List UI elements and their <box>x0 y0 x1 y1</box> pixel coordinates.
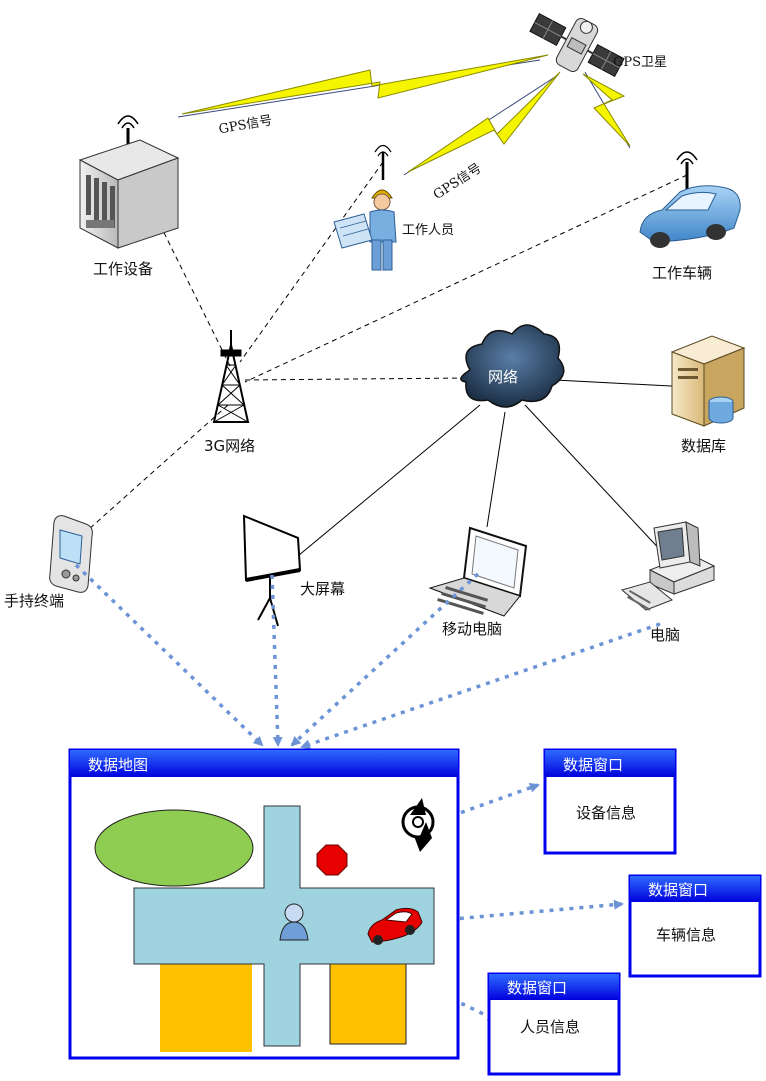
vehicle-info-title: 数据窗口 <box>648 881 708 899</box>
link-worker-tower <box>239 161 384 363</box>
gps-bolt-left <box>181 54 549 115</box>
vehicle-info-window[interactable]: 数据窗口 车辆信息 <box>628 874 762 978</box>
link-network-database <box>554 379 691 388</box>
device-info-titlebar[interactable] <box>545 750 675 777</box>
big-screen-icon <box>242 514 302 627</box>
worker-label: 工作人员 <box>402 223 454 238</box>
map-roads <box>133 805 435 1047</box>
handheld-icon <box>49 515 93 593</box>
network-label: 网络 <box>488 368 518 386</box>
arrow-laptop-map <box>290 572 480 747</box>
map-person-icon[interactable] <box>279 903 309 941</box>
map-compass-icon[interactable] <box>401 798 435 852</box>
map-window[interactable]: 数据地图 <box>68 748 460 1060</box>
desktop-icon <box>620 521 716 611</box>
laptop-icon <box>428 526 528 617</box>
arrow-screen-map <box>270 574 283 747</box>
vehicle-info-titlebar[interactable] <box>630 876 760 902</box>
database-icon <box>670 335 746 427</box>
vehicle-info-body: 车辆信息 <box>656 926 716 944</box>
person-info-titlebar[interactable] <box>489 974 619 1000</box>
map-content[interactable] <box>94 798 435 1052</box>
map-window-titlebar[interactable] <box>70 750 458 777</box>
person-info-window[interactable]: 数据窗口 人员信息 <box>487 972 621 1076</box>
device-info-body: 设备信息 <box>576 804 636 822</box>
person-info-body: 人员信息 <box>520 1018 580 1036</box>
desktop-label: 电脑 <box>650 626 680 644</box>
vehicle-icon <box>639 151 741 248</box>
satellite-icon <box>529 12 625 78</box>
equipment-label: 工作设备 <box>93 260 153 278</box>
solid-links <box>274 379 691 576</box>
equipment-icon <box>78 115 180 249</box>
tower-icon <box>212 330 250 423</box>
gps-bolt-middle <box>407 71 561 173</box>
vehicle-label: 工作车辆 <box>652 264 712 282</box>
laptop-label: 移动电脑 <box>442 620 502 638</box>
person-info-title: 数据窗口 <box>507 979 567 997</box>
map-stop-sign-icon[interactable] <box>316 844 348 876</box>
map-park <box>94 809 254 887</box>
gps-bolt-right <box>582 73 631 147</box>
tower-label: 3G网络 <box>204 437 255 455</box>
gps-signal-label-left: GPS信号 <box>218 113 274 137</box>
device-info-title: 数据窗口 <box>563 756 623 774</box>
map-window-title: 数据地图 <box>88 756 148 774</box>
satellite-label: GPS卫星 <box>613 55 667 70</box>
link-vehicle-tower <box>244 174 688 383</box>
arrow-desktop-map <box>300 622 661 750</box>
map-block-right <box>329 963 407 1045</box>
gps-signal-label-right: GPS信号 <box>431 161 484 203</box>
link-network-desktop <box>524 404 666 556</box>
map-vehicle-icon[interactable] <box>367 907 423 945</box>
link-network-screen <box>274 404 481 576</box>
big-screen-label: 大屏幕 <box>300 580 345 598</box>
map-block-left <box>160 964 252 1052</box>
link-tower-handheld <box>87 404 229 531</box>
link-tower-network <box>244 377 466 381</box>
device-info-window[interactable]: 数据窗口 设备信息 <box>543 748 677 855</box>
arrow-person-person-info <box>307 928 498 1022</box>
arrow-handheld-map <box>74 563 264 747</box>
link-network-laptop <box>486 411 506 528</box>
network-cloud-icon <box>460 324 565 408</box>
gps-bolts <box>181 54 631 173</box>
handheld-label: 手持终端 <box>4 592 64 610</box>
worker-icon <box>333 144 397 271</box>
database-label: 数据库 <box>681 437 726 455</box>
